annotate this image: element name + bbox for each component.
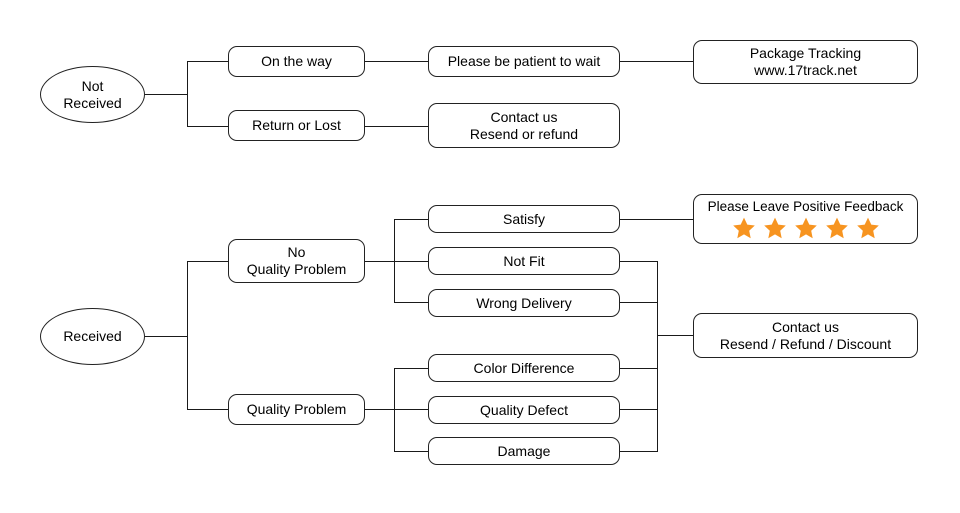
connector-not-received-stem xyxy=(145,94,187,96)
node-wrong-delivery[interactable]: Wrong Delivery xyxy=(428,289,620,317)
node-no-quality-problem-line2: Quality Problem xyxy=(246,261,347,277)
connector-not-received-split xyxy=(187,61,189,126)
node-no-quality-problem[interactable]: No Quality Problem xyxy=(228,239,365,283)
connector-damage-to-merge xyxy=(620,451,658,453)
node-please-be-patient[interactable]: Please be patient to wait xyxy=(428,46,620,77)
node-satisfy-label: Satisfy xyxy=(502,210,545,227)
node-please-be-patient-label: Please be patient to wait xyxy=(447,53,601,70)
connector-received-split xyxy=(187,261,189,410)
node-contact-discount-line1: Contact us xyxy=(772,318,839,335)
node-return-or-lost[interactable]: Return or Lost xyxy=(228,110,365,141)
star-rating[interactable] xyxy=(732,216,880,240)
node-contact-us-resend-refund-discount[interactable]: Contact us Resend / Refund / Discount xyxy=(693,313,918,358)
node-color-difference-label: Color Difference xyxy=(473,359,575,376)
node-damage-label: Damage xyxy=(497,442,551,459)
star-icon-1 xyxy=(732,217,755,239)
node-package-tracking-line2: www.17track.net xyxy=(754,62,857,78)
connector-on-the-way-to-patient xyxy=(365,61,428,63)
node-quality-defect-label: Quality Defect xyxy=(480,401,568,418)
node-satisfy[interactable]: Satisfy xyxy=(428,205,620,233)
connector-nqp-stem xyxy=(365,261,394,263)
connector-to-quality-defect xyxy=(394,409,428,411)
connector-patient-to-tracking xyxy=(620,61,693,63)
connector-color-difference-to-merge xyxy=(620,368,658,370)
node-on-the-way[interactable]: On the way xyxy=(228,46,365,77)
node-return-or-lost-label: Return or Lost xyxy=(252,117,341,134)
node-received-label: Received xyxy=(63,328,122,345)
node-package-tracking-line1: Package Tracking xyxy=(749,45,862,62)
node-quality-defect[interactable]: Quality Defect xyxy=(428,396,620,424)
node-color-difference[interactable]: Color Difference xyxy=(428,354,620,382)
node-positive-feedback[interactable]: Please Leave Positive Feedback xyxy=(693,194,918,244)
node-contact-us-resend-refund-line1: Contact us xyxy=(490,108,558,125)
node-contact-us-resend-refund-line2: Resend or refund xyxy=(469,125,579,142)
node-contact-discount-line2: Resend / Refund / Discount xyxy=(719,335,892,352)
positive-feedback-label: Please Leave Positive Feedback xyxy=(707,199,904,215)
connector-qp-stem xyxy=(365,409,394,411)
node-package-tracking[interactable]: Package Tracking www.17track.net xyxy=(693,40,918,84)
connector-to-satisfy xyxy=(394,219,428,221)
star-icon-4 xyxy=(825,217,848,239)
connector-satisfy-to-feedback xyxy=(620,219,693,221)
connector-to-color-difference xyxy=(394,368,428,370)
connector-to-on-the-way xyxy=(187,61,228,63)
node-not-received[interactable]: Not Received xyxy=(40,66,145,123)
connector-to-no-quality-problem xyxy=(187,261,228,263)
star-icon-5 xyxy=(856,217,879,239)
node-contact-us-resend-refund[interactable]: Contact us Resend or refund xyxy=(428,103,620,148)
node-wrong-delivery-label: Wrong Delivery xyxy=(476,294,572,311)
connector-to-damage xyxy=(394,451,428,453)
node-quality-problem[interactable]: Quality Problem xyxy=(228,394,365,425)
connector-merge-bus xyxy=(657,261,659,452)
connector-to-not-fit xyxy=(394,261,428,263)
node-not-received-line2: Received xyxy=(63,94,122,111)
node-no-quality-problem-line1: No xyxy=(287,244,306,261)
connector-quality-defect-to-merge xyxy=(620,409,658,411)
node-on-the-way-label: On the way xyxy=(261,53,332,70)
connector-to-wrong-delivery xyxy=(394,302,428,304)
connector-to-quality-problem xyxy=(187,409,228,411)
connector-wrong-delivery-to-merge xyxy=(620,302,658,304)
connector-received-stem xyxy=(145,336,187,338)
node-damage[interactable]: Damage xyxy=(428,437,620,465)
node-not-fit-label: Not Fit xyxy=(503,252,545,269)
node-received[interactable]: Received xyxy=(40,308,145,365)
connector-return-to-contact xyxy=(365,126,428,128)
node-not-received-line1: Not xyxy=(81,77,104,94)
node-quality-problem-label: Quality Problem xyxy=(246,401,347,418)
star-icon-3 xyxy=(794,217,817,239)
connector-merge-to-contact xyxy=(657,335,693,337)
node-not-fit[interactable]: Not Fit xyxy=(428,247,620,275)
connector-not-fit-to-merge xyxy=(620,261,658,263)
star-icon-2 xyxy=(763,217,786,239)
connector-to-return-or-lost xyxy=(187,126,228,128)
